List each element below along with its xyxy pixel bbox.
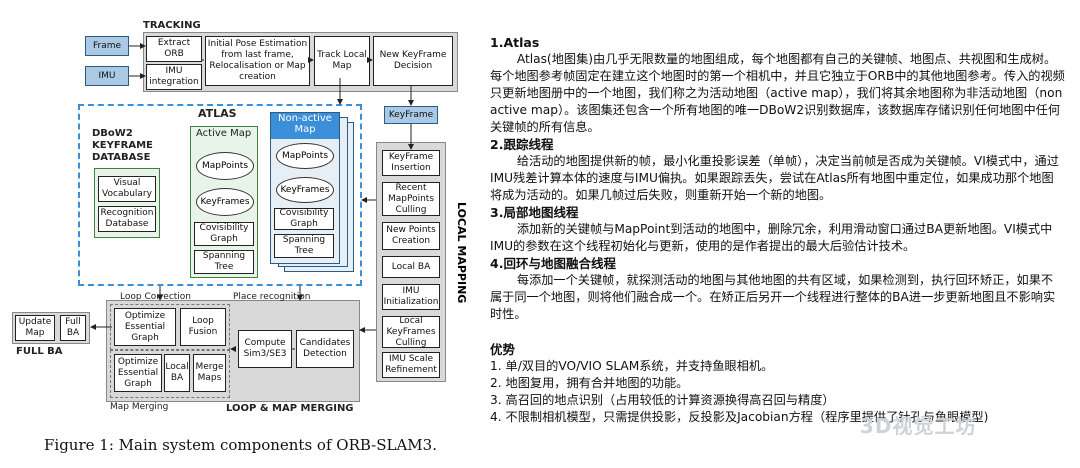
full-ba-box: Full BA — [60, 315, 86, 341]
nonactive-covisibility-box: Covisibility Graph — [274, 208, 334, 230]
dbow2-title: DBoW2 KEYFRAME DATABASE — [92, 128, 172, 164]
active-covisibility-box: Covisibility Graph — [194, 222, 254, 246]
non-active-map-header — [271, 113, 339, 139]
active-keyframes-label: KeyFrames — [200, 197, 250, 207]
keyframe-insertion-box: KeyFrame Insertion — [382, 150, 440, 176]
recent-mappoints-culling-box: Recent MapPoints Culling — [382, 182, 440, 216]
compute-sim3-box: Compute Sim3/SE3 — [238, 330, 292, 368]
place-recognition-title: Place recognition — [233, 292, 311, 302]
watermark: 3D视觉工坊 — [860, 414, 977, 438]
non-active-map-label: Non-active Map — [278, 113, 332, 135]
diagram-connectors — [90, 43, 414, 352]
active-spanning-box: Spanning Tree — [194, 250, 254, 274]
atlas-panel — [78, 104, 362, 286]
advantage-item-3: 3. 高召回的地点识别（占用较低的计算资源换得高召回与精度） — [490, 393, 835, 407]
dbow2-label: DBoW2 KEYFRAME DATABASE — [92, 128, 153, 163]
atlas-title: ATLAS — [198, 107, 237, 120]
loop-merging-title: LOOP & MAP MERGING — [226, 403, 354, 414]
section-4-title: 4.回环与地图融合线程 — [490, 256, 616, 271]
local-keyframes-culling-box: Local KeyFrames Culling — [382, 316, 440, 348]
initial-pose-box: Initial Pose Estimation from last frame,… — [205, 36, 310, 86]
imu-scale-refinement-box: IMU Scale Refinement — [382, 352, 440, 378]
active-mappoints-label: MapPoints — [201, 161, 249, 171]
local-mapping-title: LOCAL MAPPING — [446, 202, 468, 322]
local-ba-box: Local BA — [382, 256, 440, 278]
nonactive-spanning-box: Spanning Tree — [274, 234, 334, 258]
imu-initialization-box: IMU Initialization — [382, 284, 440, 310]
section-3-title: 3.局部地图线程 — [490, 205, 579, 220]
advantage-item-4: 4. 不限制相机模型，只需提供投影，反投影及Jacobian方程（程序里提供了针… — [490, 410, 989, 424]
tracking-title: TRACKING — [143, 20, 201, 31]
loop-correction-title: Loop Correction — [120, 292, 192, 302]
map-merging-title: Map Merging — [110, 402, 169, 412]
section-2-body: 给活动的地图提供新的帧，最小化重投影误差（单帧），决定当前帧是否成为关键帧。VI… — [490, 154, 1059, 202]
loop-local-ba-box: Local BA — [164, 354, 190, 392]
nonactive-mappoints-ellipse: MapPoints — [276, 143, 334, 169]
update-map-box: Update Map — [15, 315, 55, 341]
loop-fusion-box: Loop Fusion — [180, 308, 226, 346]
optimize-essential-graph-box-2: Optimize Essential Graph — [114, 354, 162, 392]
recognition-database-box: Recognition Database — [98, 206, 156, 232]
non-active-map-title: Non-active Map — [272, 113, 338, 135]
visual-vocabulary-box: Visual Vocabulary — [98, 176, 156, 202]
section-2-title: 2.跟踪线程 — [490, 137, 554, 152]
full-ba-title: FULL BA — [16, 346, 63, 357]
merge-maps-box: Merge Maps — [193, 354, 226, 392]
figure-caption: Figure 1: Main system components of ORB-… — [44, 436, 437, 454]
section-1-title: 1.Atlas — [490, 35, 540, 50]
new-points-creation-box: New Points Creation — [382, 222, 440, 250]
frame-box: Frame — [85, 36, 129, 56]
advantage-item-2: 2. 地图复用，拥有合并地图的功能。 — [490, 376, 689, 390]
extract-orb-box: Extract ORB — [146, 36, 202, 62]
local-mapping-label: LOCAL MAPPING — [455, 202, 468, 304]
imu-box: IMU — [85, 66, 129, 86]
keyframe-box: KeyFrame — [384, 106, 438, 124]
description-column: 1.Atlas Atlas(地图集)由几乎无限数量的地图组成，每个地图都有自己的… — [490, 34, 1065, 426]
active-mappoints-ellipse: MapPoints — [196, 152, 254, 180]
spacer — [490, 323, 1065, 341]
section-1-body: Atlas(地图集)由几乎无限数量的地图组成，每个地图都有自己的关键帧、地图点、… — [490, 52, 1065, 134]
advantages-title: 优势 — [490, 342, 516, 357]
section-3-body: 添加新的关键帧与MapPoint到活动的地图中，删除冗余，利用滑动窗口通过BA更… — [490, 222, 1053, 253]
candidates-detection-box: Candidates Detection — [296, 330, 354, 368]
section-4-body: 每添加一个关键帧，就探测活动的地图与其他地图的共有区域，如果检测到，执行回环矫正… — [490, 273, 1056, 321]
nonactive-keyframes-label: KeyFrames — [280, 185, 330, 195]
optimize-essential-graph-box-1: Optimize Essential Graph — [114, 308, 176, 346]
imu-integration-box: IMU integration — [146, 64, 202, 90]
nonactive-keyframes-ellipse: KeyFrames — [276, 177, 334, 203]
active-keyframes-ellipse: KeyFrames — [196, 188, 254, 216]
map-merging-region — [110, 350, 230, 398]
new-keyframe-decision-box: New KeyFrame Decision — [373, 36, 453, 86]
nonactive-mappoints-label: MapPoints — [281, 151, 329, 161]
active-map-title: Active Map — [196, 128, 252, 139]
advantage-item-1: 1. 单/双目的VO/VIO SLAM系统，并支持鱼眼相机。 — [490, 359, 774, 373]
